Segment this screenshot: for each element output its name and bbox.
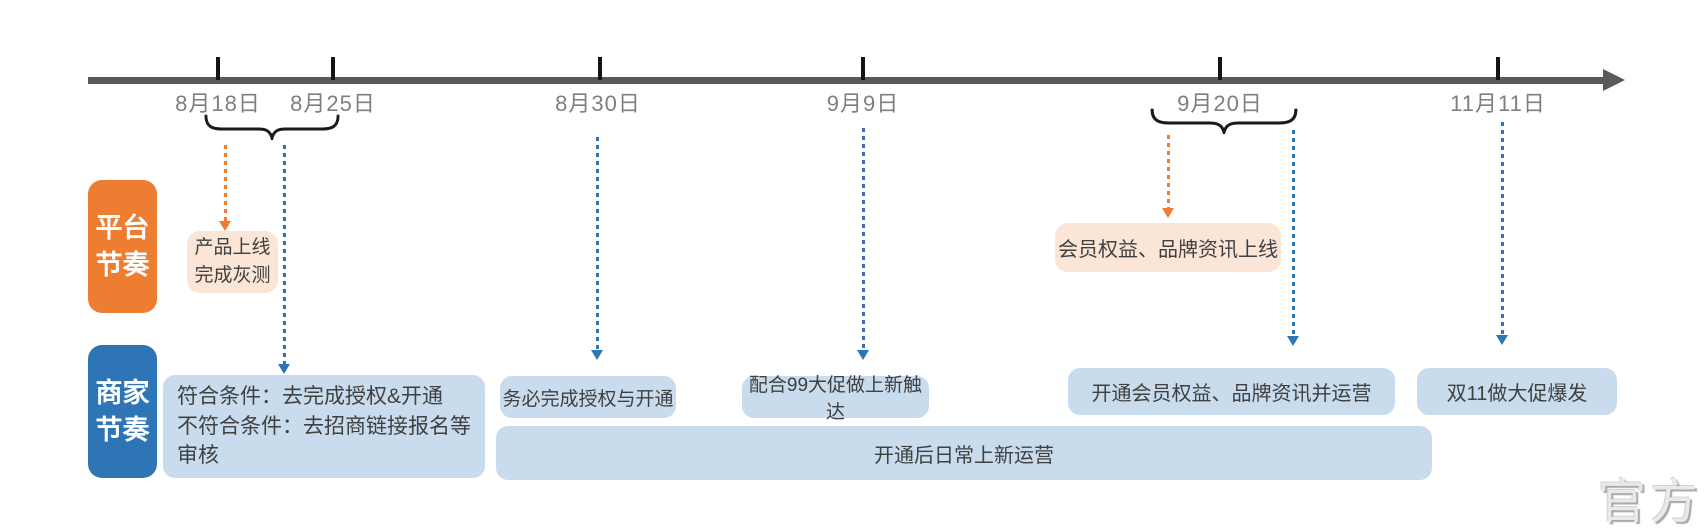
row-label-merchant-line2: 节奏 bbox=[95, 414, 150, 445]
task-box-daily-operation: 开通后日常上新运营 bbox=[496, 426, 1432, 480]
event-box-product-launch-line2: 完成灰测 bbox=[194, 265, 271, 286]
task-box-daily-operation-text: 开通后日常上新运营 bbox=[874, 444, 1054, 467]
down-arrow-icon-promo99 bbox=[857, 128, 870, 360]
tick-nov11 bbox=[1496, 57, 1500, 80]
task-box-qualify: 符合条件：去完成授权&开通 不符合条件：去招商链接报名等审核 bbox=[163, 375, 485, 478]
task-box-double11: 双11做大促爆发 bbox=[1417, 368, 1617, 415]
row-label-merchant-line1: 商家 bbox=[95, 378, 150, 409]
down-arrow-icon-member-rights bbox=[1162, 135, 1175, 218]
date-label-aug30: 8月30日 bbox=[555, 91, 641, 116]
brace-icon-aug18-aug25 bbox=[204, 114, 340, 140]
tick-sep20 bbox=[1218, 57, 1222, 80]
down-arrow-icon-double11 bbox=[1496, 122, 1509, 345]
task-box-promo99: 配合99大促做上新触达 bbox=[742, 375, 929, 423]
tick-sep9 bbox=[861, 57, 865, 80]
down-arrow-icon-qualify bbox=[278, 145, 291, 374]
tick-aug25 bbox=[331, 57, 335, 80]
timeline-arrowhead-icon bbox=[1603, 69, 1625, 91]
event-box-product-launch-line1: 产品上线 bbox=[194, 236, 271, 258]
task-box-promo99-text: 配合99大促做上新触达 bbox=[748, 375, 923, 423]
tick-aug18 bbox=[216, 57, 220, 80]
date-label-nov11: 11月11日 bbox=[1450, 91, 1546, 116]
date-label-sep20: 9月20日 bbox=[1177, 91, 1263, 116]
task-box-open-member-rights-text: 开通会员权益、品牌资讯并运营 bbox=[1091, 383, 1372, 405]
date-label-sep9: 9月9日 bbox=[826, 91, 900, 116]
row-label-platform-line1: 平台 bbox=[95, 213, 150, 244]
brace-icon-sep20 bbox=[1150, 108, 1298, 134]
timeline-axis bbox=[88, 77, 1605, 84]
event-box-member-rights-online-text: 会员权益、品牌资讯上线 bbox=[1058, 239, 1278, 261]
row-label-platform-line2: 节奏 bbox=[95, 249, 150, 280]
task-box-qualify-line2: 不符合条件：去招商链接报名等审核 bbox=[177, 414, 471, 468]
date-label-aug18: 8月18日 bbox=[175, 91, 261, 116]
event-box-product-launch: 产品上线 完成灰测 bbox=[187, 231, 278, 293]
task-box-must-complete: 务必完成授权与开通 bbox=[500, 376, 676, 418]
task-box-open-member-rights: 开通会员权益、品牌资讯并运营 bbox=[1068, 368, 1395, 415]
date-label-aug25: 8月25日 bbox=[290, 91, 376, 116]
task-box-must-complete-text: 务必完成授权与开通 bbox=[502, 388, 674, 410]
row-label-platform: 平台 节奏 bbox=[88, 180, 157, 313]
task-box-qualify-line1: 符合条件：去完成授权&开通 bbox=[177, 384, 444, 408]
row-label-merchant: 商家 节奏 bbox=[88, 345, 157, 478]
down-arrow-icon-must-complete bbox=[591, 137, 604, 360]
event-box-member-rights-online: 会员权益、品牌资讯上线 bbox=[1055, 223, 1281, 272]
watermark-text: 官方 bbox=[1598, 476, 1703, 529]
down-arrow-icon-open-member bbox=[1287, 130, 1300, 346]
tick-aug30 bbox=[598, 57, 602, 80]
down-arrow-icon-product-launch bbox=[219, 145, 232, 231]
task-box-double11-text: 双11做大促爆发 bbox=[1446, 383, 1588, 405]
